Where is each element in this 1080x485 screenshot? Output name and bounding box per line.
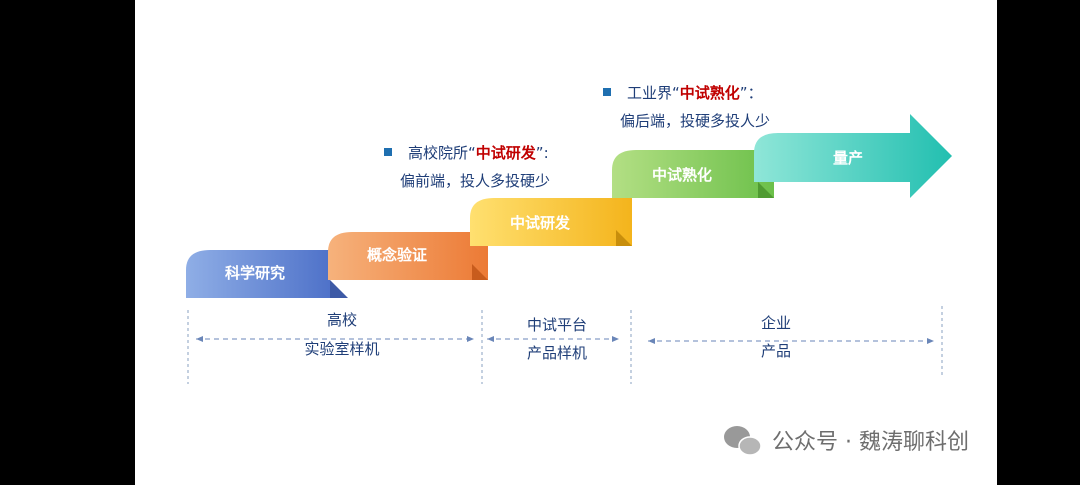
arrow-heads <box>196 336 934 344</box>
phase-dividers <box>187 306 943 384</box>
note-title: 高校院所“中试研发”: <box>408 144 549 162</box>
phase-sublabel: 产品样机 <box>527 344 587 362</box>
note-title: 工业界“中试熟化”： <box>627 84 763 102</box>
note-university: 高校院所“中试研发”: 偏前端，投人多投硬少 <box>384 144 550 190</box>
phase-arrows <box>196 338 934 342</box>
step-pilot-maturation: 中试熟化 <box>612 150 774 198</box>
wechat-icon <box>724 426 762 456</box>
watermark-text: 公众号 · 魏涛聊科创 <box>772 430 969 455</box>
note-industry: 工业界“中试熟化”： 偏后端，投硬多投人少 <box>603 84 770 130</box>
note-body: 偏前端，投人多投硬少 <box>400 172 550 190</box>
bullet-icon <box>603 88 611 96</box>
bullet-icon <box>384 148 392 156</box>
step-label: 概念验证 <box>367 246 427 264</box>
step-concept-validation: 概念验证 <box>328 232 488 280</box>
step-label: 中试研发 <box>510 214 571 232</box>
step-label: 量产 <box>833 149 863 167</box>
step-mass-production-arrow: 量产 <box>754 114 952 198</box>
step-science-research: 科学研究 <box>186 250 348 298</box>
phase-sublabel: 实验室样机 <box>304 340 379 358</box>
phase-label: 高校 <box>327 311 357 329</box>
step-label: 科学研究 <box>225 264 285 282</box>
watermark: 公众号 · 魏涛聊科创 <box>724 426 969 456</box>
phase-label: 中试平台 <box>527 316 587 334</box>
phase-sublabel: 产品 <box>761 342 791 360</box>
step-pilot-rd: 中试研发 <box>470 198 632 246</box>
note-body: 偏后端，投硬多投人少 <box>620 112 770 130</box>
step-label: 中试熟化 <box>652 166 712 184</box>
phase-label: 企业 <box>761 314 791 332</box>
